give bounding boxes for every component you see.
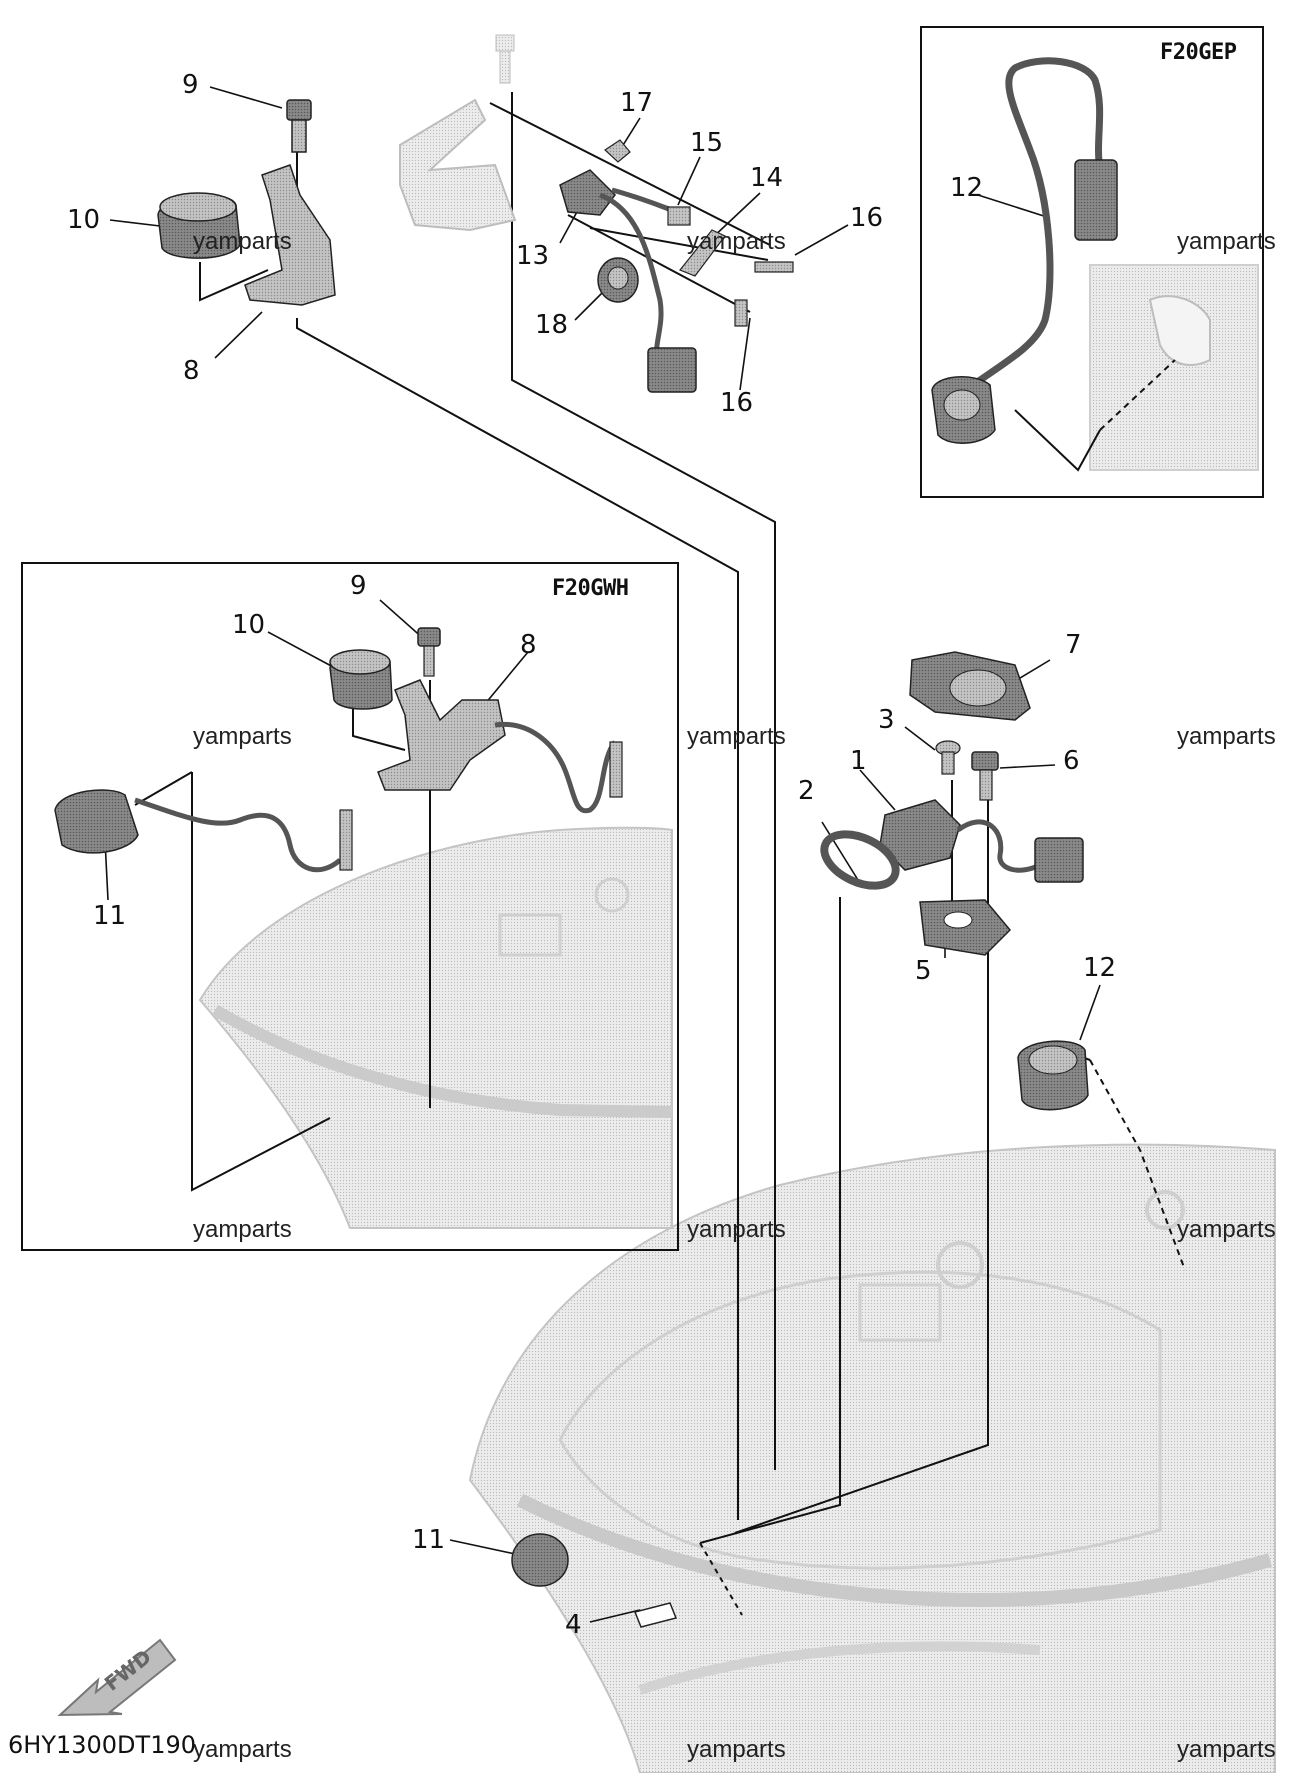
callout-15: 15 bbox=[690, 128, 724, 158]
callout-16a: 16 bbox=[850, 203, 884, 233]
part-4-label bbox=[633, 1602, 678, 1628]
callout-11: 11 bbox=[412, 1525, 446, 1555]
inset-callout-12: 12 bbox=[950, 173, 984, 203]
diagram-code: 6HY1300DT190 bbox=[8, 1731, 197, 1759]
callout-4: 4 bbox=[565, 1610, 582, 1640]
watermark: yamparts bbox=[193, 723, 292, 750]
callout-6: 6 bbox=[1063, 746, 1080, 776]
inset-callout-10: 10 bbox=[232, 610, 266, 640]
inset-part-11-switch bbox=[54, 789, 353, 873]
part-14-plate bbox=[679, 229, 726, 277]
part-8-bracket bbox=[244, 164, 336, 306]
part-6-bolt bbox=[971, 751, 999, 801]
inset-part-10-clamp bbox=[329, 649, 393, 710]
inset-label-f20gep: F20GEP bbox=[1160, 40, 1237, 65]
f20gep-frame bbox=[920, 26, 1264, 498]
inset-label-f20gwh: F20GWH bbox=[552, 576, 629, 601]
part-10-clamp bbox=[157, 192, 241, 259]
part-12-grommet bbox=[1017, 1040, 1089, 1111]
engine-housing-ghost bbox=[468, 1143, 1276, 1773]
leader-lines bbox=[104, 86, 1101, 1623]
callout-9: 9 bbox=[182, 70, 199, 100]
callout-13: 13 bbox=[516, 241, 550, 271]
inset-callout-9: 9 bbox=[350, 571, 367, 601]
watermark: yamparts bbox=[193, 1736, 292, 1763]
fwd-arrow-icon: FWD bbox=[57, 1638, 177, 1717]
inset-callout-8: 8 bbox=[520, 630, 537, 660]
inset-callout-11: 11 bbox=[93, 901, 127, 931]
callout-7: 7 bbox=[1065, 630, 1082, 660]
watermark: yamparts bbox=[687, 1216, 786, 1243]
callout-1: 1 bbox=[850, 746, 867, 776]
watermark: yamparts bbox=[1177, 1736, 1276, 1763]
part-11-plug bbox=[511, 1533, 569, 1587]
inset-part-8-bracket bbox=[377, 679, 623, 814]
mount-bracket-ghost bbox=[399, 34, 517, 232]
watermark: yamparts bbox=[687, 723, 786, 750]
watermark: yamparts bbox=[687, 1736, 786, 1763]
f20gep-inset-ghost bbox=[1089, 264, 1259, 471]
part-15-collar bbox=[667, 206, 691, 226]
part-3-screw bbox=[935, 740, 961, 775]
part-5-pad bbox=[919, 899, 1012, 956]
part-18-grommet bbox=[597, 257, 639, 303]
f20gwh-frame bbox=[21, 562, 679, 1251]
watermark: yamparts bbox=[687, 228, 786, 255]
part-7-cover bbox=[909, 651, 1031, 721]
part-2-gasket bbox=[820, 830, 900, 890]
part-13-sensor bbox=[559, 169, 697, 393]
callout-5: 5 bbox=[915, 956, 932, 986]
part-16-screw-b bbox=[734, 299, 748, 327]
part-9-bolt bbox=[286, 99, 312, 153]
callout-17: 17 bbox=[620, 88, 654, 118]
part-1-switch bbox=[879, 799, 1084, 883]
callout-16b: 16 bbox=[720, 388, 754, 418]
watermark: yamparts bbox=[1177, 723, 1276, 750]
callout-10: 10 bbox=[67, 205, 101, 235]
callout-2: 2 bbox=[798, 776, 815, 806]
part-16-screw-a bbox=[754, 261, 794, 273]
callout-12: 12 bbox=[1083, 953, 1117, 983]
watermark: yamparts bbox=[193, 228, 292, 255]
inset-part-9-bolt bbox=[417, 627, 441, 677]
watermark: yamparts bbox=[1177, 1216, 1276, 1243]
callout-14: 14 bbox=[750, 163, 784, 193]
part-12-harness-f20gep bbox=[931, 57, 1118, 444]
watermark: yamparts bbox=[1177, 228, 1276, 255]
inset-housing-ghost bbox=[198, 826, 673, 1229]
callout-8: 8 bbox=[183, 356, 200, 386]
part-17-clip bbox=[604, 139, 631, 163]
watermark: yamparts bbox=[193, 1216, 292, 1243]
callout-18: 18 bbox=[535, 310, 569, 340]
callout-3: 3 bbox=[878, 705, 895, 735]
